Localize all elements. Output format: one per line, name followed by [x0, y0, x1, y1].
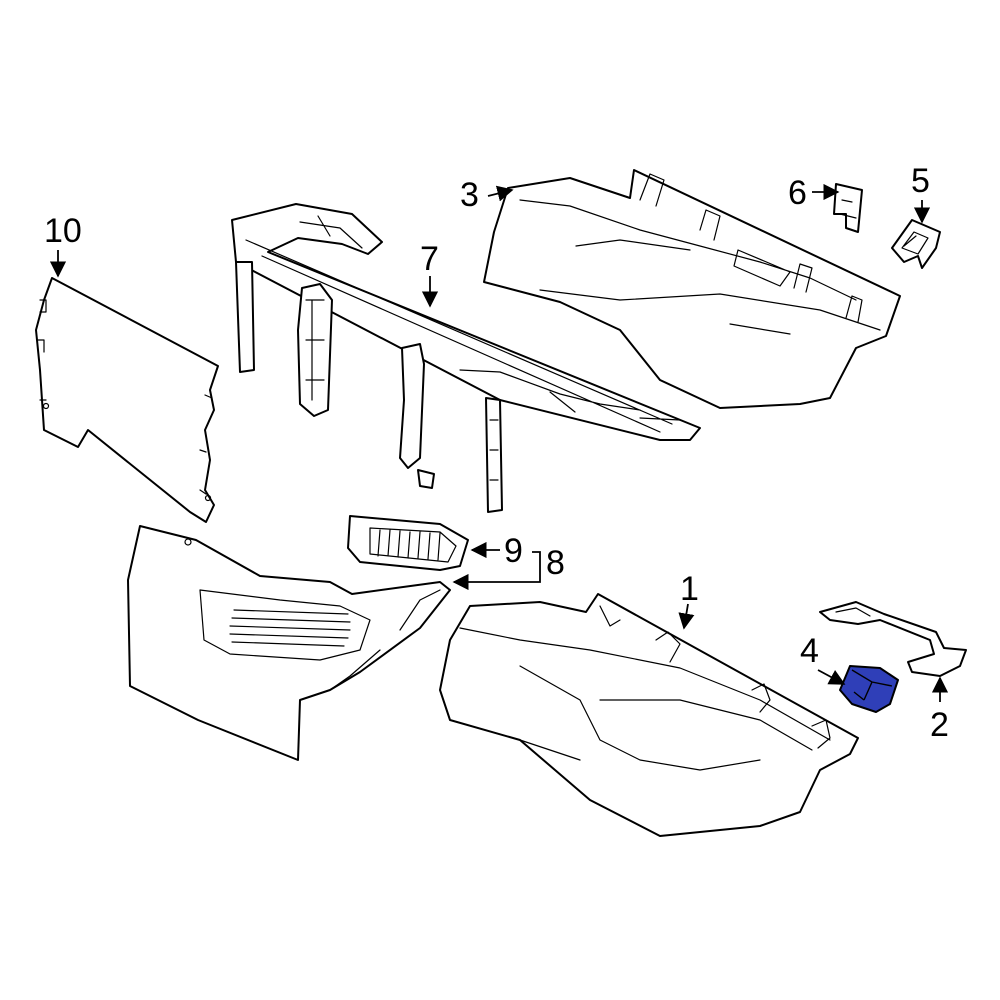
part-8-side-trim[interactable] [127, 525, 451, 761]
part-2-strap-hook[interactable] [819, 601, 967, 677]
leader-lines [49, 183, 949, 702]
part-6-bracket[interactable] [833, 183, 863, 233]
callout-5: 5 [911, 162, 930, 200]
callout-10: 10 [44, 212, 82, 250]
callout-3: 3 [460, 176, 479, 214]
callout-6: 6 [788, 174, 807, 212]
callout-4: 4 [800, 632, 819, 670]
callout-2: 2 [930, 706, 949, 744]
callout-9: 9 [504, 532, 523, 570]
callout-7: 7 [420, 240, 439, 278]
part-7-seat-frame[interactable] [231, 203, 701, 513]
part-4-clip-highlighted[interactable] [839, 665, 899, 713]
callout-1: 1 [680, 570, 699, 608]
callout-8: 8 [546, 544, 565, 582]
part-9-grille-trim[interactable] [347, 515, 469, 571]
part-5-latch-cover[interactable] [891, 219, 941, 269]
part-3-seat-back[interactable] [483, 169, 901, 409]
part-1-seat-cushion[interactable] [439, 593, 859, 837]
part-10-side-panel[interactable] [35, 277, 219, 523]
